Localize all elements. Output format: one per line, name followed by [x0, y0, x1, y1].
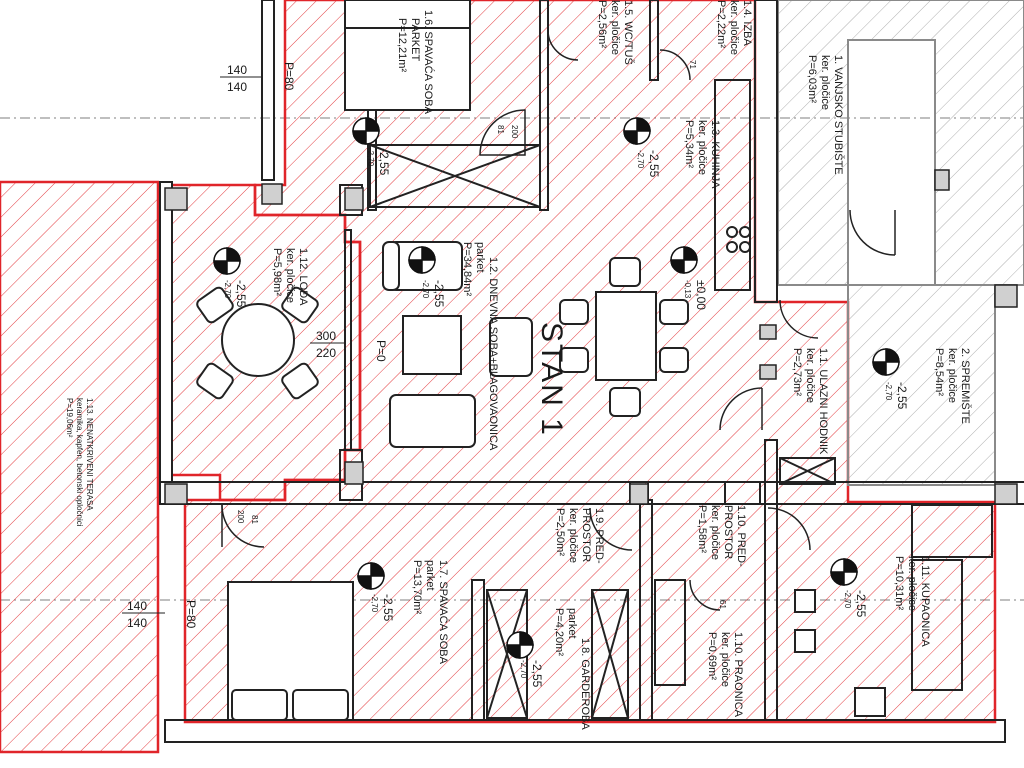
svg-text:-2,70: -2,70 [636, 150, 645, 169]
room-1-4-name: 1.4. IZBA [741, 0, 753, 47]
room-1-1-name: 1.1. ULAZNI HODNIK [817, 348, 829, 455]
svg-text:200: 200 [510, 125, 519, 139]
bed-icon [344, 0, 471, 111]
room-2-floor: ker. pločice [946, 348, 958, 403]
room-1-10-floor: ker. pločice [709, 505, 721, 560]
room-1-name: 1. VANJSKO STUBIŠTE [832, 55, 845, 175]
room-1-6-name: 1.6. SPAVAĆA SOBA [422, 10, 435, 115]
dim-220: 220 [316, 346, 336, 360]
room-1-10b-floor: ker. pločice [719, 632, 731, 687]
dim-p80-b: P=80 [184, 600, 198, 629]
svg-text:-2,70: -2,70 [370, 594, 379, 613]
room-1-2-area: P=34,84m² [461, 242, 473, 296]
dim-p80: P=80 [282, 62, 296, 91]
svg-text:-2,55: -2,55 [432, 280, 446, 308]
room-1-12-name: 1.12. LOĐA [297, 248, 309, 306]
svg-text:-2,55: -2,55 [647, 150, 661, 178]
room-1-8-floor: parket [566, 608, 578, 639]
svg-text:-2,55: -2,55 [854, 590, 868, 618]
svg-text:61: 61 [718, 600, 727, 609]
room-1-1-area: P=2,73m² [791, 348, 803, 396]
room-2-area: P=8,54m² [933, 348, 945, 396]
svg-text:-2,70: -2,70 [843, 590, 852, 609]
svg-text:200: 200 [236, 510, 245, 524]
svg-text:±0,00: ±0,00 [694, 280, 708, 310]
room-1-5-floor: ker. pločice [609, 0, 621, 55]
room-1-13-name: 1.13. NENATKRIVENI TERASA [85, 398, 94, 511]
svg-text:81: 81 [250, 515, 259, 524]
room-1-9-name-2: PROSTOR [580, 508, 592, 562]
room-1-13-area: P=19,06m² [65, 398, 74, 438]
room-1-4-area: P=2,22m² [715, 0, 727, 48]
dim-140-left: 140 [127, 599, 147, 613]
svg-text:71: 71 [688, 60, 697, 69]
room-1-floor: ker. pločice [819, 55, 831, 110]
room-1-6-area: P=12,21m² [396, 18, 408, 72]
doors [221, 29, 896, 611]
svg-text:-2,55: -2,55 [234, 280, 248, 308]
room-1-area: P=6,03m² [806, 55, 818, 103]
dim-140-bottom: 140 [227, 80, 247, 94]
room-1-10b-area: P=0,69m² [706, 632, 718, 680]
room-1-10-name: 1.10. PRED- [735, 505, 747, 567]
room-1-4-floor: ker. pločice [728, 0, 740, 55]
room-1-11-name: 1.11. KUPAONICA [919, 556, 931, 647]
svg-text:-2,55: -2,55 [895, 382, 909, 410]
room-1-8-area: P=4,20m² [553, 608, 565, 656]
room-1-1-floor: ker. pločice [804, 348, 816, 403]
svg-text:-2,70: -2,70 [223, 280, 232, 299]
table-icon [221, 303, 295, 377]
svg-text:-2,70: -2,70 [519, 660, 528, 679]
room-1-11-area: P=10,31m² [893, 556, 905, 610]
room-1-12-area: P=5,98m² [271, 248, 283, 296]
room-1-10b-name: 1.10. PRAONICA [732, 632, 744, 718]
svg-text:-2,70: -2,70 [421, 280, 430, 299]
room-1-3-floor: ker. pločice [696, 120, 708, 175]
level-markers [213, 117, 900, 659]
dim-300: 300 [316, 329, 336, 343]
svg-text:-2,70: -2,70 [884, 382, 893, 401]
svg-text:-0,13: -0,13 [683, 280, 692, 299]
dim-140-top: 140 [227, 63, 247, 77]
svg-text:-2,55: -2,55 [381, 594, 395, 622]
room-1-10-name-2: PROSTOR [722, 505, 734, 559]
room-1-6-floor: PARKET [409, 18, 421, 61]
room-1-5-area: P=2,56m² [596, 0, 608, 48]
level-labels: -2,55-2,70 -2,55-2,70 ±0,00-0,13 -2,55-2… [223, 148, 909, 688]
room-1-8-name: 1.8. GARDEROBA [579, 638, 591, 730]
room-1-7-floor: parket [424, 560, 436, 591]
dim-140-left-2: 140 [127, 616, 147, 630]
svg-text:-2,70: -2,70 [366, 148, 375, 167]
room-1-9-area: P=2,50m² [554, 508, 566, 556]
room-1-11-floor: ker. pločice [906, 556, 918, 611]
room-1-2-floor: parket [474, 242, 486, 273]
door-icon [479, 109, 526, 156]
svg-text:81: 81 [496, 125, 505, 134]
room-1-13-floor: keramika, kapfen, betonski opločnici [75, 398, 84, 527]
level-marker-icon [352, 117, 380, 145]
columns [164, 169, 1018, 505]
room-1-7-name: 1.7. SPAVAĆA SOBA [437, 560, 450, 665]
room-1-5-name: 1.5. WC/TUŠ [622, 0, 635, 65]
room-1-3-name: 1.3. KUHINJA [709, 120, 721, 189]
room-1-9-floor: ker. pločice [567, 508, 579, 563]
room-2-name: 2. SPREMIŠTE [959, 348, 972, 424]
room-1-9-name: 1.9. PRED- [593, 508, 605, 564]
dining-table-icon [595, 291, 657, 381]
room-1-2-name: 1.2. DNEVNA SOBA+BLAGOVAONICA [487, 257, 499, 451]
terrace-area [0, 180, 160, 754]
apartment-label: STAN 1 [535, 322, 568, 437]
room-labels: 1.6. SPAVAĆA SOBA PARKET P=12,21m² 1.5. … [65, 0, 972, 730]
furniture [196, 0, 993, 721]
svg-text:-2,55: -2,55 [377, 148, 391, 176]
svg-text:-2,55: -2,55 [530, 660, 544, 688]
room-1-12-floor: ker. pločice [284, 248, 296, 303]
room-1-7-area: P=13,70m² [411, 560, 423, 614]
dimension-labels: 140 140 P=80 300 220 P=0 140 140 P=80 81… [122, 60, 727, 630]
common-area-hatch [777, 0, 1024, 486]
dim-p0: P=0 [374, 340, 388, 362]
room-1-3-area: P=5,34m² [683, 120, 695, 168]
room-1-10-area: P=1,58m² [696, 505, 708, 553]
